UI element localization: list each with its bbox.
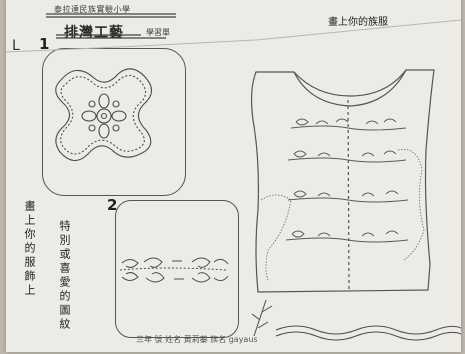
worksheet-title: 排灣工藝 <box>64 25 124 41</box>
edge-mark: L <box>12 38 20 54</box>
pattern-box-1 <box>42 48 186 196</box>
pattern-box-2 <box>115 200 239 338</box>
worksheet-page: 泰拉達民族實驗小學 排灣工藝 學習單 畫上你的族服 L 1 2 畫上你的服飾上 … <box>6 0 461 352</box>
school-name: 泰拉達民族實驗小學 <box>54 5 131 14</box>
garment-drawing <box>250 69 435 293</box>
pencil-drawings <box>6 13 461 341</box>
flower-motif-drawing <box>55 68 153 162</box>
scroll-motif-drawing <box>119 257 229 283</box>
student-name-footer: 三年 號 姓名 黃莉蓁 族名 gayaus <box>136 335 258 344</box>
worksheet-subtitle: 學習單 <box>146 28 170 37</box>
side-instruction-left: 畫上你的服飾上 <box>23 200 36 298</box>
side-instruction-right: 特別或喜愛的圖紋 <box>58 220 71 332</box>
section-number-1: 1 <box>39 35 50 53</box>
garment-pattern-rows <box>285 118 409 243</box>
page-fold-line <box>6 19 461 53</box>
garment-side-texture <box>260 149 425 281</box>
header-underline <box>46 13 176 39</box>
braid-border-drawing <box>251 299 461 341</box>
draw-prompt: 畫上你的族服 <box>328 17 388 28</box>
section-number-2: 2 <box>107 196 118 214</box>
